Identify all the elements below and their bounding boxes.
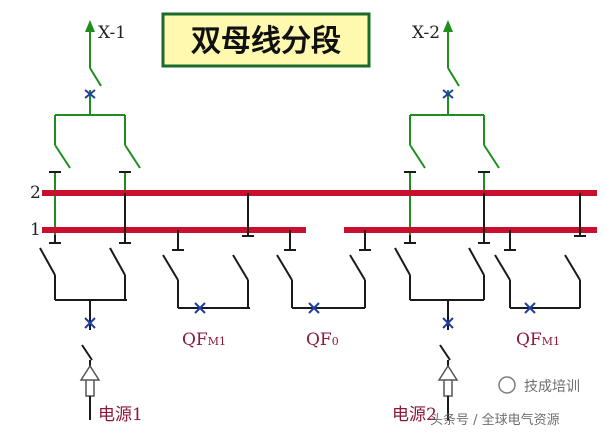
source-label-2: 电源2 [392, 405, 437, 425]
source-bay-left [39, 193, 131, 372]
watermark: 技成培训 头条号 / 全球电气资源 [430, 376, 580, 428]
feeder-breaker-blade-left [89, 67, 102, 87]
title-box: 双母线分段 [161, 12, 371, 68]
qfm1-right-sub: M1 [542, 335, 560, 348]
feeder-label-x1: X-1 [98, 23, 126, 43]
feeder-x2: X-2 [412, 20, 453, 58]
watermark-brand: 技成培训 [524, 379, 580, 395]
qfm1-left-main: QF [182, 330, 208, 350]
title-frame [161, 12, 371, 68]
feeder-breaker-x1 [84, 89, 96, 99]
diagram-title: 双母线分段 [191, 24, 341, 59]
feeder-label-x2: X-2 [412, 23, 440, 43]
source-arrow-right [437, 364, 459, 420]
watermark-source: 头条号 / 全球电气资源 [430, 412, 560, 428]
breaker-qfm1-left [194, 302, 206, 314]
breaker-qf0 [308, 302, 320, 314]
breaker-label-qfm1-left: QFM1 [182, 330, 226, 350]
bus-label-1: 1 [30, 220, 41, 240]
source-breaker-right [442, 317, 454, 329]
breaker-label-qf0: QF0 [306, 330, 339, 350]
bus-label-2: 2 [30, 183, 41, 203]
feeder-bay-right [409, 58, 500, 235]
feeder-bay-left [54, 58, 141, 235]
source-label-1: 电源1 [98, 405, 143, 425]
source-breaker-left [84, 317, 96, 329]
source-arrow-left [79, 364, 101, 420]
breaker-qfm1-right [524, 302, 536, 314]
qf0-main: QF [306, 330, 332, 350]
breaker-label-qfm1-right: QFM1 [516, 330, 560, 350]
bus-coupler-left [162, 193, 254, 309]
qfm1-left-sub: M1 [208, 335, 226, 348]
bus-coupler-right [494, 193, 586, 309]
feeder-breaker-x2 [442, 89, 454, 99]
qf0-sub: 0 [332, 335, 339, 348]
qfm1-right-main: QF [516, 330, 542, 350]
wechat-icon [498, 376, 516, 394]
section-breaker [276, 230, 371, 309]
feeder-x1: X-1 [85, 20, 126, 58]
